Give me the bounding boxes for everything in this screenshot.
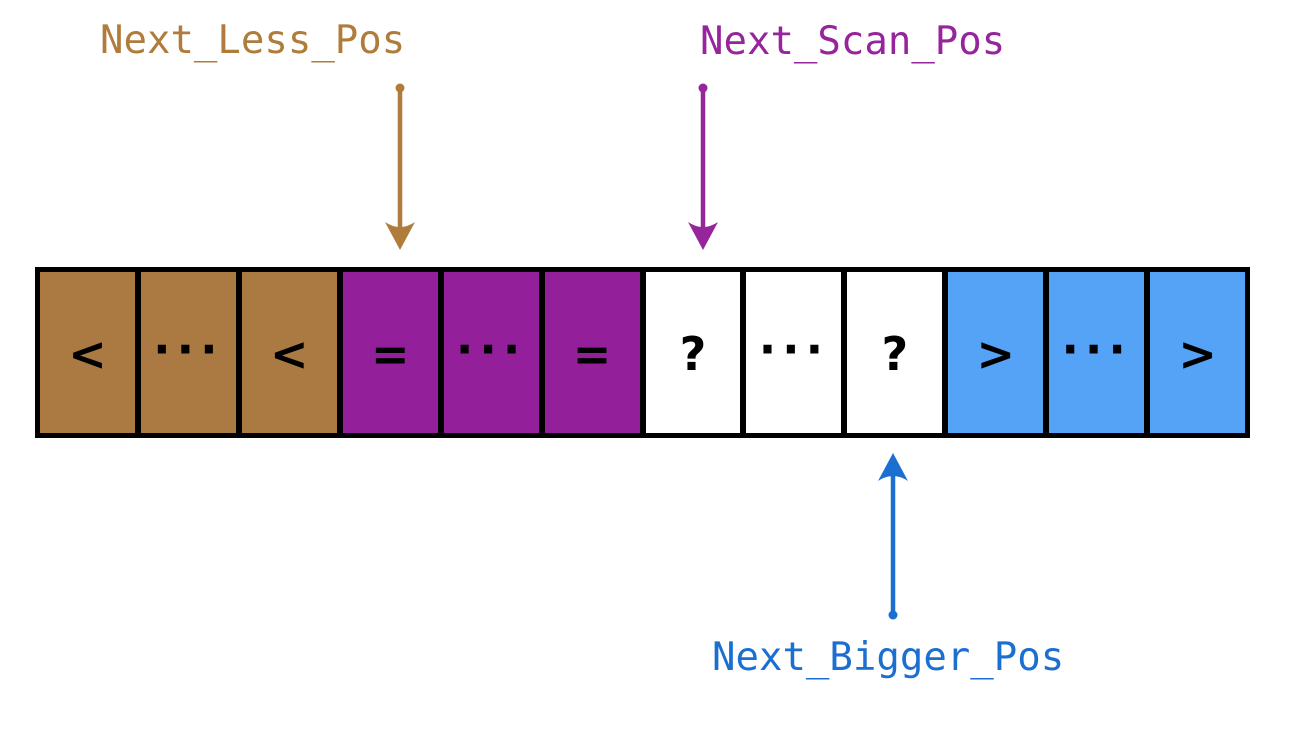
array-cell-unknown: ? (645, 272, 741, 433)
up-arrow-icon-next-bigger-pos (878, 453, 908, 620)
arrow-head (878, 453, 908, 481)
array-cell-greater-than: ··· (1049, 272, 1145, 433)
cell-symbol: = (572, 326, 612, 381)
array-cell-less-than: < (40, 272, 135, 433)
down-arrow-icon-next-less-pos (385, 83, 415, 250)
pointer-label-next-bigger-pos: Next_Bigger_Pos (712, 635, 1065, 680)
arrow-head (688, 222, 718, 250)
cell-symbol: ··· (758, 321, 830, 376)
cell-symbol: ··· (1061, 321, 1132, 376)
array-cell-less-than: < (241, 272, 337, 433)
array-cell-equal: ··· (443, 272, 539, 433)
pointer-label-next-scan-pos: Next_Scan_Pos (700, 19, 1006, 64)
cell-symbol: > (1178, 326, 1217, 381)
cell-symbol: = (370, 326, 410, 381)
array-cell-less-than: ··· (140, 272, 236, 433)
cell-symbol: < (270, 326, 309, 381)
array-cell-equal: = (342, 272, 438, 433)
array-cell-greater-than: > (948, 272, 1044, 433)
array-cell-unknown: ··· (746, 272, 842, 433)
array-cell-unknown: ? (847, 272, 943, 433)
pointer-label-next-less-pos: Next_Less_Pos (100, 18, 406, 63)
cell-symbol: > (976, 326, 1016, 381)
arrow-head (385, 222, 415, 250)
cell-symbol: ? (679, 326, 707, 381)
array-row: < ··· < = ··· =? ···? > ··· > (35, 267, 1250, 438)
down-arrow-icon-next-scan-pos (688, 83, 718, 250)
cell-symbol: < (68, 326, 107, 381)
cell-symbol: ··· (153, 321, 224, 376)
cell-symbol: ? (881, 326, 909, 381)
cell-symbol: ··· (455, 321, 527, 376)
array-cell-equal: = (544, 272, 640, 433)
array-cell-greater-than: > (1150, 272, 1246, 433)
